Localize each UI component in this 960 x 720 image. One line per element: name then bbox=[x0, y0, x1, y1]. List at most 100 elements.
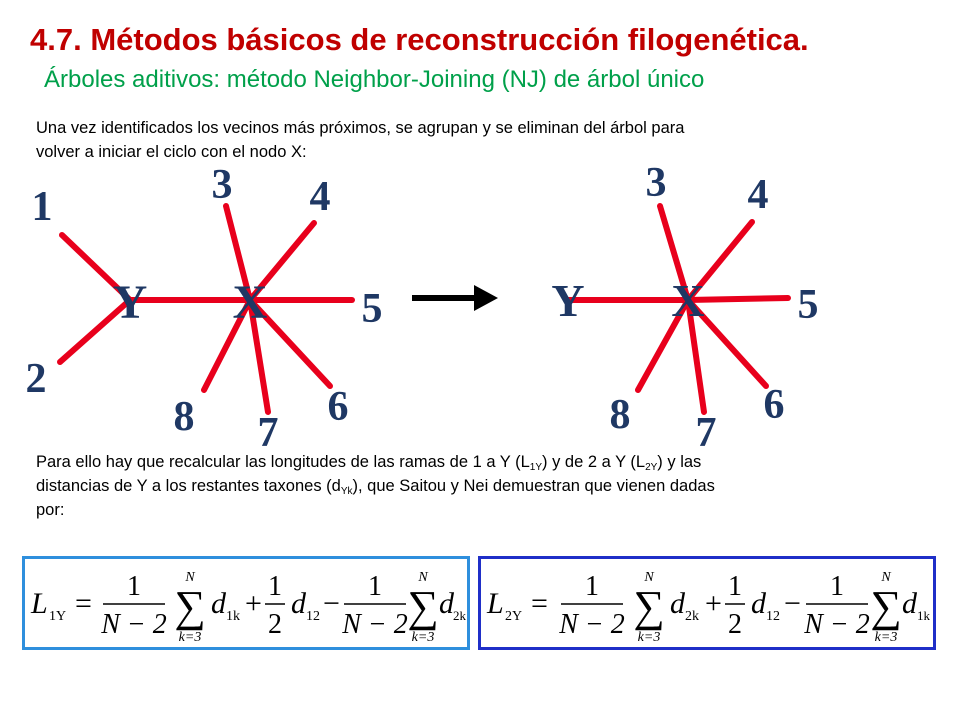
f2-d-b: d bbox=[902, 587, 918, 620]
right-leaf-5: 5 bbox=[798, 282, 819, 328]
edge-x-3 bbox=[223, 203, 253, 303]
left-tree-labels: Y X 1 2 3 4 5 6 7 8 bbox=[26, 162, 383, 450]
f1-d-a: d bbox=[211, 587, 227, 620]
f1-frac1-den: N − 2 bbox=[100, 609, 167, 640]
arrow-head bbox=[474, 285, 498, 311]
right-leaf-8: 8 bbox=[610, 392, 631, 438]
transition-arrow bbox=[412, 285, 498, 311]
f1-sum2-bot: k=3 bbox=[412, 630, 435, 645]
edge-x-8 bbox=[635, 297, 691, 393]
f2-frac1-den: N − 2 bbox=[558, 609, 625, 640]
edge-x-7 bbox=[247, 297, 271, 415]
explanation-text-4: distancias de Y a los restantes taxones … bbox=[36, 477, 341, 495]
f2-sum2-sign: ∑ bbox=[870, 582, 901, 631]
f1-frac2-den: N − 2 bbox=[341, 609, 408, 640]
edge-y-1 bbox=[59, 232, 133, 303]
edge-x-7 bbox=[685, 297, 707, 415]
f1-eq: = bbox=[75, 587, 92, 620]
f1-d-b-sub: 2k bbox=[453, 608, 467, 623]
edge-x-3 bbox=[657, 203, 691, 303]
f1-d-a-sub: 1k bbox=[226, 609, 240, 624]
subscript-1y: 1Y bbox=[529, 462, 543, 473]
f1-plus: + bbox=[245, 587, 262, 620]
intro-line-2: volver a iniciar el ciclo con el nodo X: bbox=[36, 143, 307, 161]
f2-lhs: L bbox=[486, 587, 504, 620]
f2-d12-sub: 12 bbox=[766, 609, 780, 624]
f2-d-b-sub: 1k bbox=[917, 608, 931, 623]
left-leaf-2: 2 bbox=[26, 356, 47, 402]
f1-half-num: 1 bbox=[268, 571, 282, 602]
f2-sum1-top: N bbox=[643, 570, 654, 585]
f2-half-den: 2 bbox=[728, 609, 742, 640]
edge-x-8 bbox=[201, 297, 253, 393]
f2-d-a-sub: 2k bbox=[685, 609, 699, 624]
f2-sum2-top: N bbox=[880, 570, 891, 585]
edge-x-6 bbox=[247, 297, 333, 389]
left-leaf-3: 3 bbox=[212, 162, 233, 208]
f2-frac2-num: 1 bbox=[830, 571, 844, 602]
edge-y-2 bbox=[57, 297, 133, 365]
explanation-text-1: Para ello hay que recalcular las longitu… bbox=[36, 453, 530, 471]
right-tree bbox=[565, 203, 791, 415]
f1-minus: − bbox=[323, 587, 340, 620]
left-node-y: Y bbox=[113, 276, 148, 329]
formula-box-l1y: L 1Y = 1 N − 2 N ∑ k=3 d 1k + 1 2 d 12 −… bbox=[22, 556, 470, 650]
f2-d-a: d bbox=[670, 587, 686, 620]
explanation-line-1: Para ello hay que recalcular las longitu… bbox=[36, 450, 916, 474]
f2-minus: − bbox=[784, 587, 801, 620]
right-node-x: X bbox=[671, 275, 704, 326]
f2-sum2-bot: k=3 bbox=[875, 630, 898, 645]
right-node-y: Y bbox=[551, 275, 584, 326]
intro-paragraph: Una vez identificados los vecinos más pr… bbox=[36, 116, 916, 164]
subscript-yk: Yk bbox=[340, 486, 353, 497]
f1-frac2-num: 1 bbox=[368, 571, 382, 602]
f1-lhs: L bbox=[30, 587, 48, 620]
explanation-line-2: distancias de Y a los restantes taxones … bbox=[36, 474, 916, 498]
f2-frac2-den: N − 2 bbox=[803, 609, 870, 640]
left-tree bbox=[57, 203, 355, 415]
f1-d12: d bbox=[291, 587, 307, 620]
explanation-text-2: ) y de 2 a Y (L bbox=[542, 453, 646, 471]
formula-box-l2y: L 2Y = 1 N − 2 N ∑ k=3 d 2k + 1 2 d 12 −… bbox=[478, 556, 936, 650]
right-tree-labels: Y X 3 4 5 6 7 8 bbox=[551, 160, 818, 450]
left-leaf-7: 7 bbox=[258, 410, 279, 450]
right-leaf-7: 7 bbox=[696, 410, 717, 450]
edge-x-5 bbox=[685, 295, 791, 303]
f2-sum1-sign: ∑ bbox=[633, 582, 664, 631]
explanation-paragraph: Para ello hay que recalcular las longitu… bbox=[36, 450, 916, 522]
f2-lhs-sub: 2Y bbox=[505, 609, 522, 624]
left-leaf-1: 1 bbox=[32, 184, 53, 230]
edge-x-4 bbox=[247, 220, 317, 303]
left-leaf-8: 8 bbox=[174, 394, 195, 440]
formula-l2y: L 2Y = 1 N − 2 N ∑ k=3 d 2k + 1 2 d 12 −… bbox=[486, 570, 931, 645]
edge-x-6 bbox=[685, 297, 769, 389]
f1-frac1-num: 1 bbox=[127, 571, 141, 602]
left-leaf-4: 4 bbox=[310, 174, 331, 220]
explanation-text-3: ) y las bbox=[657, 453, 702, 471]
f2-eq: = bbox=[531, 587, 548, 620]
right-leaf-6: 6 bbox=[764, 382, 785, 428]
f1-sum1-top: N bbox=[184, 570, 195, 585]
f2-plus: + bbox=[705, 587, 722, 620]
left-leaf-6: 6 bbox=[328, 384, 349, 430]
f1-half-den: 2 bbox=[268, 609, 282, 640]
formula-l1y: L 1Y = 1 N − 2 N ∑ k=3 d 1k + 1 2 d 12 −… bbox=[30, 570, 467, 645]
f1-sum1-sign: ∑ bbox=[174, 582, 205, 631]
left-node-x: X bbox=[233, 276, 268, 329]
f1-lhs-sub: 1Y bbox=[49, 609, 66, 624]
f1-d-b: d bbox=[439, 587, 455, 620]
f2-frac1-num: 1 bbox=[585, 571, 599, 602]
f2-half-num: 1 bbox=[728, 571, 742, 602]
intro-line-1: Una vez identificados los vecinos más pr… bbox=[36, 119, 685, 137]
f1-sum2-top: N bbox=[417, 570, 428, 585]
explanation-text-5: ), que Saitou y Nei demuestran que viene… bbox=[352, 477, 715, 495]
slide-title: 4.7. Métodos básicos de reconstrucción f… bbox=[30, 22, 809, 57]
subscript-2y: 2Y bbox=[645, 462, 658, 473]
edge-x-4 bbox=[685, 219, 755, 303]
f1-sum1-bot: k=3 bbox=[179, 630, 202, 645]
f2-d12: d bbox=[751, 587, 767, 620]
right-leaf-4: 4 bbox=[748, 172, 769, 218]
f1-d12-sub: 12 bbox=[306, 609, 320, 624]
f1-sum2-sign: ∑ bbox=[407, 582, 438, 631]
explanation-line-3: por: bbox=[36, 501, 65, 519]
